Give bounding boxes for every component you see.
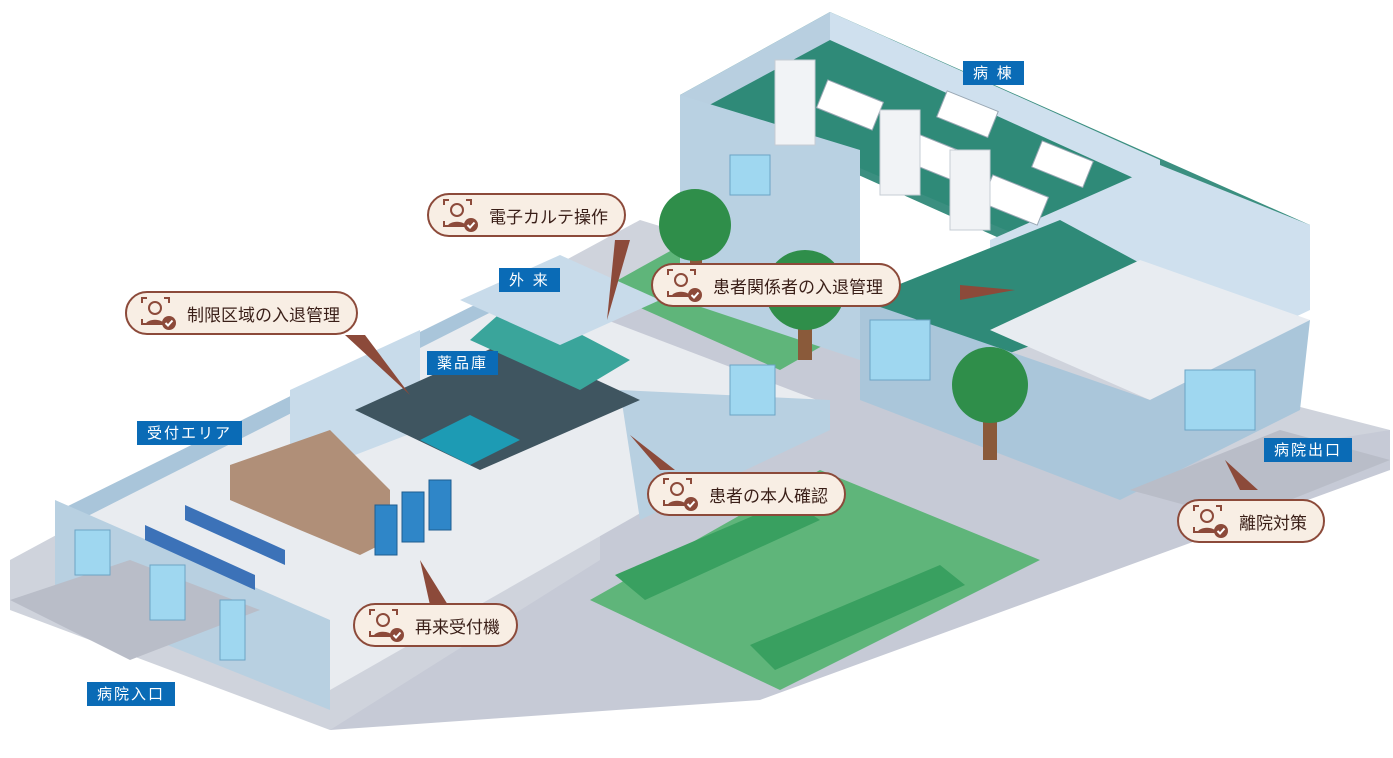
pointer-visitors — [960, 285, 1015, 300]
face-recognition-check-icon — [367, 607, 405, 643]
callout-ehr-text: 電子カルテ操作 — [489, 207, 608, 228]
callout-patient-id-text: 患者の本人確認 — [709, 486, 828, 507]
face-recognition-check-icon — [139, 295, 177, 331]
trees — [659, 189, 1028, 460]
ward-curtains — [774, 59, 991, 231]
ward-corridor — [990, 260, 1310, 400]
callout-restricted: 制限区域の入退管理 — [125, 291, 358, 335]
ward-front-wall — [860, 300, 1310, 500]
face-recognition-check-icon — [665, 267, 703, 303]
reception-counter — [230, 430, 390, 555]
area-label-pharmacy: 薬品庫 — [427, 351, 499, 375]
pointer-kiosk — [420, 560, 448, 605]
ward-wall-left — [680, 12, 830, 110]
pointer-patient-id — [630, 435, 675, 470]
kiosk-machines — [374, 479, 452, 556]
area-label-ward: 病 棟 — [963, 61, 1024, 85]
callout-visitors: 患者関係者の入退管理 — [651, 263, 901, 307]
callout-elopement: 離院対策 — [1177, 499, 1325, 543]
face-recognition-check-icon — [661, 476, 699, 512]
face-recognition-check-icon — [441, 197, 479, 233]
callout-ehr: 電子カルテ操作 — [427, 193, 626, 237]
area-label-hospital-entrance: 病院入口 — [87, 682, 176, 706]
ward-wall-back — [830, 12, 1160, 190]
area-label-outpatient: 外 来 — [499, 268, 560, 292]
callout-patient-id: 患者の本人確認 — [647, 472, 846, 516]
hedges — [615, 500, 965, 670]
face-recognition-check-icon — [1191, 503, 1229, 539]
entrance-slab — [10, 560, 260, 660]
callout-restricted-text: 制限区域の入退管理 — [187, 305, 340, 326]
waiting-benches — [145, 505, 285, 590]
callout-elopement-text: 離院対策 — [1239, 513, 1307, 534]
lawn-front — [590, 470, 1040, 690]
pointer-restricted — [345, 335, 410, 395]
pointer-elopement — [1225, 460, 1258, 490]
ward-lower-green — [860, 220, 1190, 360]
pointer-ehr — [607, 240, 630, 320]
pharmacy-floor — [420, 415, 520, 465]
callout-visitors-text: 患者関係者の入退管理 — [713, 277, 883, 298]
area-label-hospital-exit: 病院出口 — [1264, 438, 1353, 462]
callout-kiosk-text: 再来受付機 — [415, 617, 500, 638]
windows — [74, 154, 1256, 661]
area-label-reception: 受付エリア — [137, 421, 243, 445]
callout-kiosk: 再来受付機 — [353, 603, 518, 647]
